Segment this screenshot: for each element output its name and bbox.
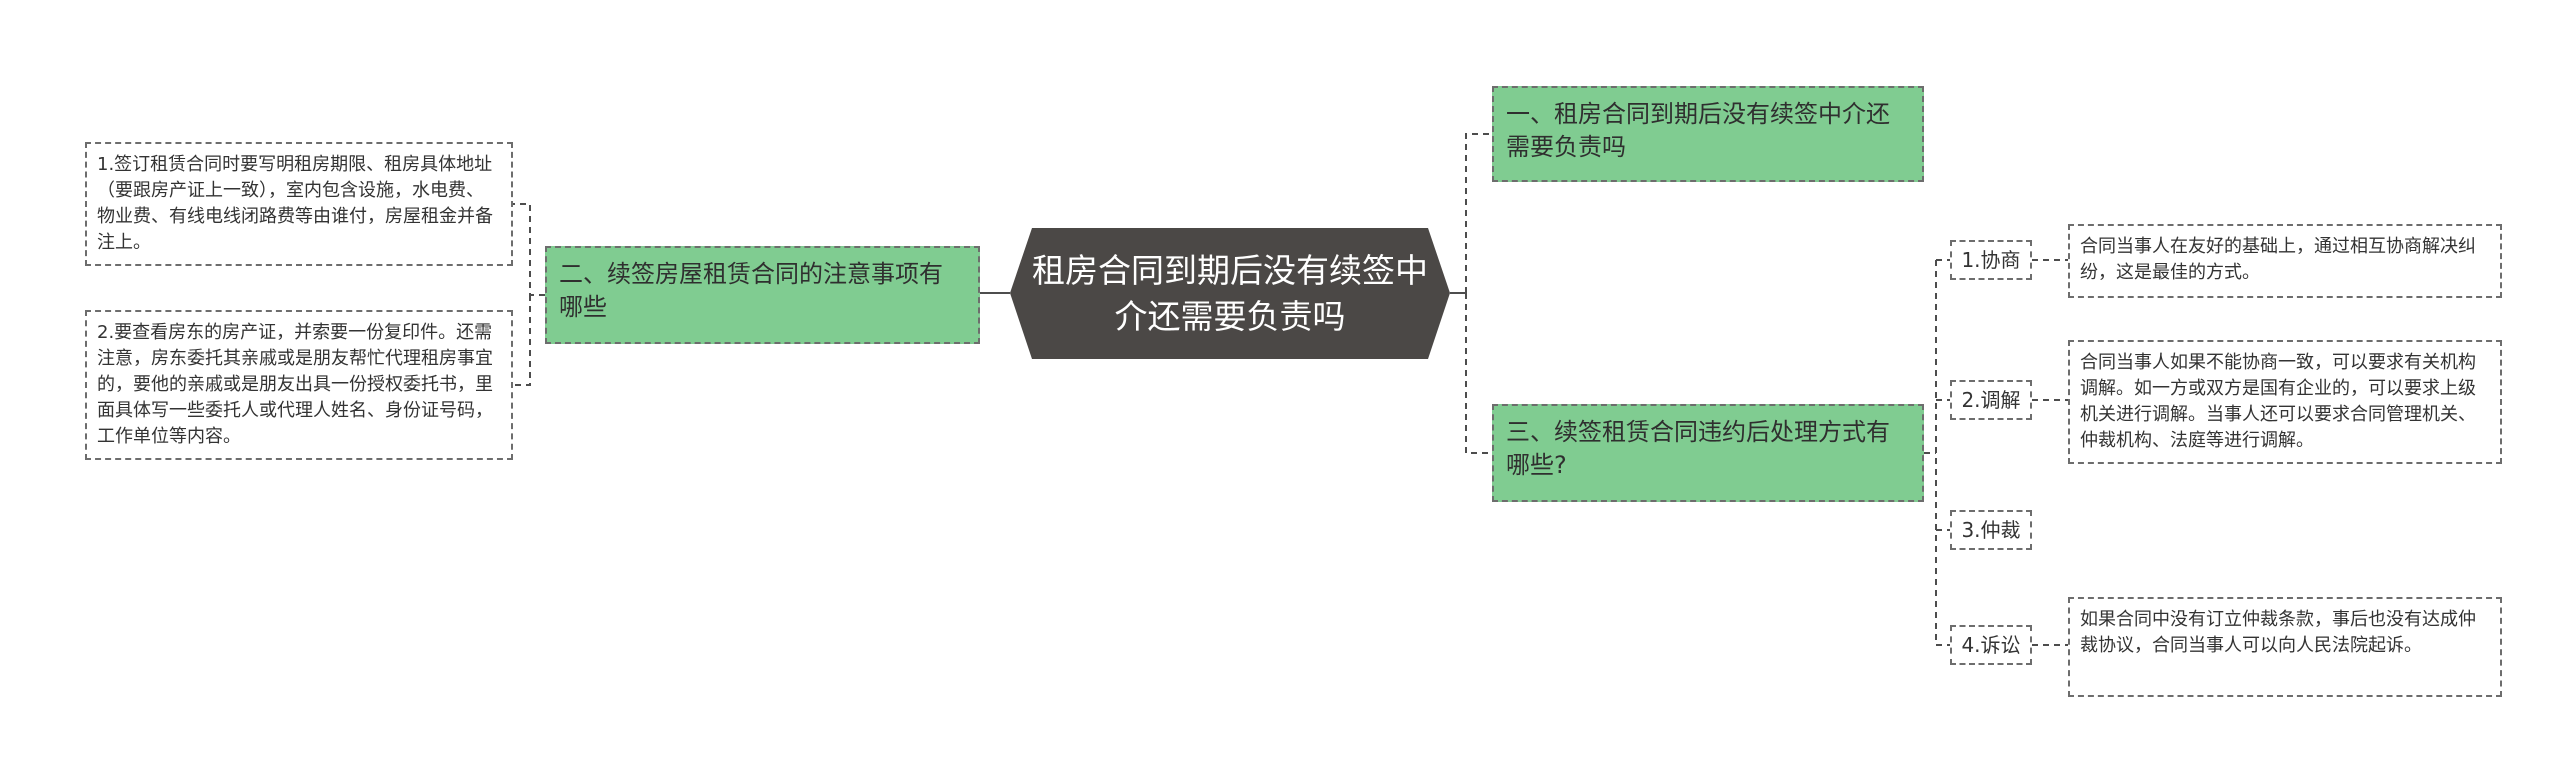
connector (1465, 293, 1492, 454)
branch-topic-2[interactable]: 二、续签房屋租赁合同的注意事项有哪些 (545, 246, 980, 344)
detail-text: 合同当事人如果不能协商一致，可以要求有关机构调解。如一方或双方是国有企业的，可以… (2080, 352, 2476, 451)
detail-node-mediation[interactable]: 合同当事人如果不能协商一致，可以要求有关机构调解。如一方或双方是国有企业的，可以… (2068, 340, 2502, 464)
method-label: 2.调解 (1961, 388, 2021, 412)
connector (1465, 133, 1492, 293)
branch-topic-3[interactable]: 三、续签租赁合同违约后处理方式有哪些? (1492, 404, 1924, 502)
method-label: 4.诉讼 (1961, 633, 2021, 657)
method-node-arbitration[interactable]: 3.仲裁 (1950, 510, 2032, 550)
note-node-1-text: 1.签订租赁合同时要写明租房期限、租房具体地址（要跟房产证上一致），室内包含设施… (97, 154, 493, 253)
connector (513, 203, 545, 296)
note-node-1[interactable]: 1.签订租赁合同时要写明租房期限、租房具体地址（要跟房产证上一致），室内包含设施… (85, 142, 513, 266)
connector (513, 295, 531, 386)
branch-topic-1[interactable]: 一、租房合同到期后没有续签中介还需要负责吗 (1492, 86, 1924, 182)
method-node-mediation[interactable]: 2.调解 (1950, 380, 2032, 420)
detail-node-litigation[interactable]: 如果合同中没有订立仲裁条款，事后也没有达成仲裁协议，合同当事人可以向人民法院起诉… (2068, 597, 2502, 697)
central-topic-text: 租房合同到期后没有续签中介还需要负责吗 (1032, 250, 1428, 336)
method-node-litigation[interactable]: 4.诉讼 (1950, 625, 2032, 665)
note-node-2[interactable]: 2.要查看房东的房产证，并索要一份复印件。还需注意，房东委托其亲戚或是朋友帮忙代… (85, 310, 513, 460)
detail-node-negotiation[interactable]: 合同当事人在友好的基础上，通过相互协商解决纠纷，这是最佳的方式。 (2068, 224, 2502, 298)
method-label: 1.协商 (1961, 248, 2021, 272)
detail-text: 如果合同中没有订立仲裁条款，事后也没有达成仲裁协议，合同当事人可以向人民法院起诉… (2080, 609, 2476, 656)
note-node-2-text: 2.要查看房东的房产证，并索要一份复印件。还需注意，房东委托其亲戚或是朋友帮忙代… (97, 322, 493, 447)
central-topic[interactable]: 租房合同到期后没有续签中介还需要负责吗 (1010, 228, 1450, 359)
method-label: 3.仲裁 (1961, 518, 2021, 542)
branch-topic-2-text: 二、续签房屋租赁合同的注意事项有哪些 (559, 260, 943, 321)
detail-text: 合同当事人在友好的基础上，通过相互协商解决纠纷，这是最佳的方式。 (2080, 236, 2476, 283)
branch-topic-3-text: 三、续签租赁合同违约后处理方式有哪些? (1506, 418, 1890, 479)
branch-topic-1-text: 一、租房合同到期后没有续签中介还需要负责吗 (1506, 100, 1890, 161)
method-node-negotiation[interactable]: 1.协商 (1950, 240, 2032, 280)
